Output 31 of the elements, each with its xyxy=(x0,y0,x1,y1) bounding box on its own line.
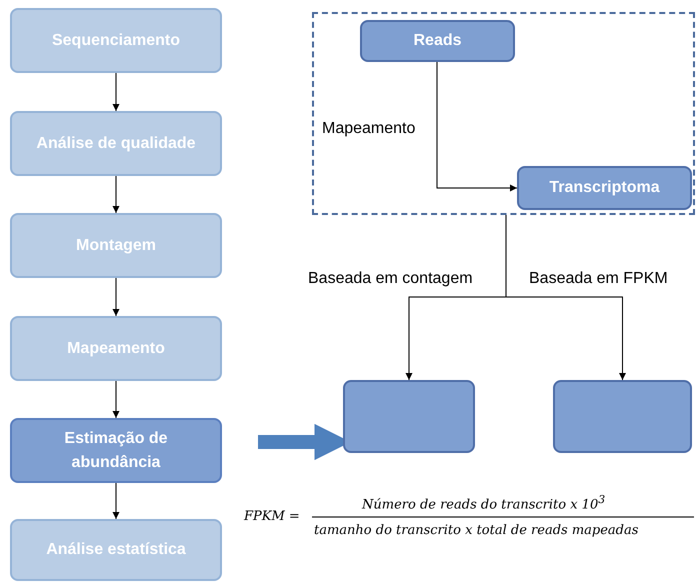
node-label: Estimação de abundância xyxy=(63,428,169,472)
edge-label: Baseada em contagem xyxy=(306,270,475,288)
process-box xyxy=(517,166,692,210)
formula-text: tamanho do transcrito x total de reads mapeadas xyxy=(314,523,638,538)
node-label: Reads xyxy=(412,31,463,51)
formula-text: Número de reads do transcrito x 10$^{3}$ xyxy=(362,493,606,512)
process-box xyxy=(10,316,222,381)
node-label: Análise de qualidade xyxy=(35,134,197,154)
node-label: Transcriptoma xyxy=(548,178,661,198)
process-box xyxy=(360,20,515,62)
process-box xyxy=(10,8,222,73)
process-box xyxy=(10,418,222,483)
node-label: Sequenciamento xyxy=(50,30,182,50)
process-box xyxy=(10,519,222,581)
arrow xyxy=(112,72,120,112)
process-box xyxy=(10,213,222,278)
formula-text: FPKM = xyxy=(244,509,300,524)
node-label: Mapeamento xyxy=(66,338,166,358)
arrow xyxy=(112,380,120,418)
arrow xyxy=(112,482,120,520)
edge-label: Mapeamento xyxy=(320,120,418,138)
node-label: Análise estatística xyxy=(45,540,187,560)
dashed-group-box xyxy=(312,12,695,215)
arrow xyxy=(112,176,120,214)
node-label: Montagem xyxy=(75,236,157,256)
empty-box xyxy=(343,380,475,453)
process-box xyxy=(10,111,222,176)
empty-box xyxy=(553,380,692,453)
arrow xyxy=(506,214,626,380)
arrow xyxy=(112,278,120,316)
arrow xyxy=(436,62,518,192)
